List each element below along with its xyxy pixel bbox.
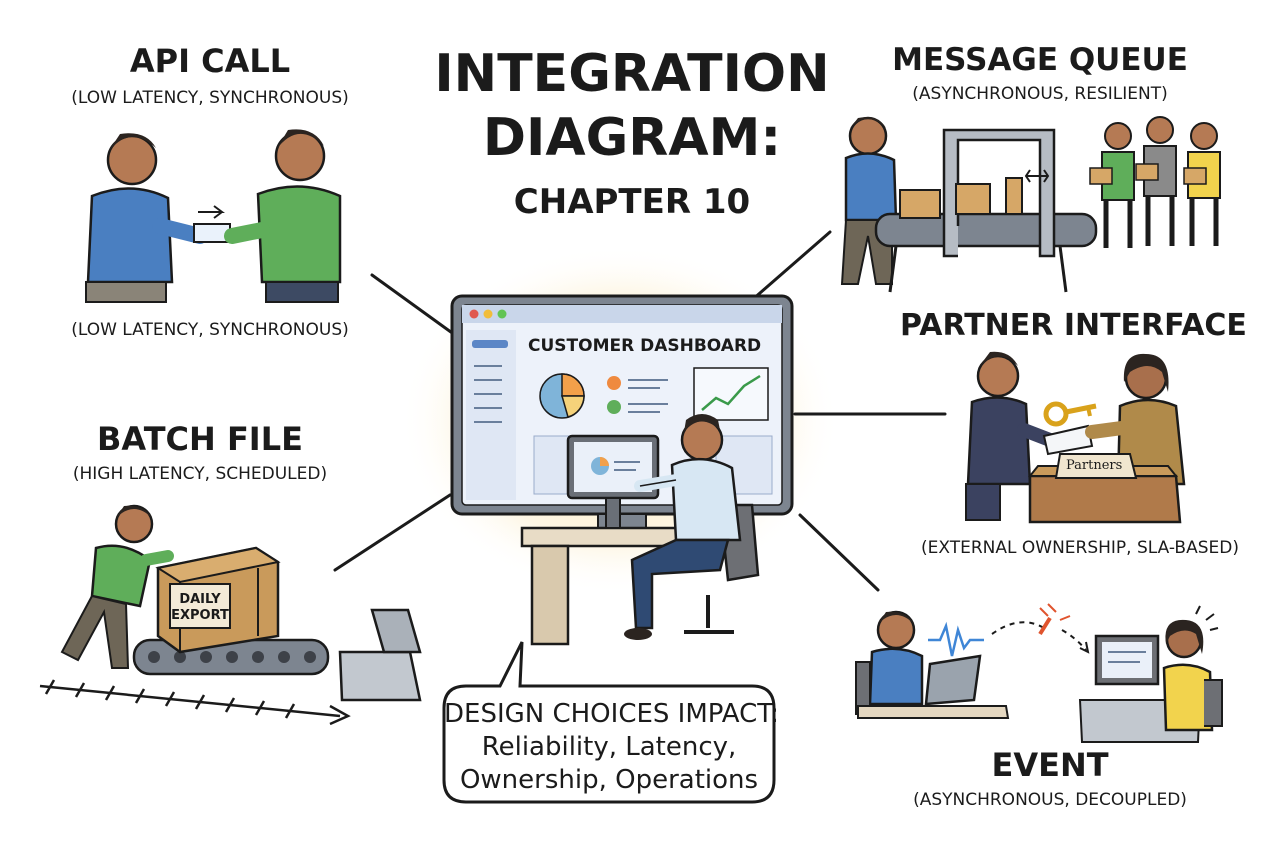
- callout-bubble: [442, 641, 776, 804]
- crate-label-line1: DAILY: [179, 592, 221, 607]
- window-close-dot: [469, 309, 479, 319]
- partner-interface-caption: (EXTERNAL OWNERSHIP, SLA-BASED): [921, 538, 1239, 558]
- callout-line1: DESIGN CHOICES IMPACT:: [444, 699, 780, 729]
- callout-line3: Ownership, Operations: [459, 765, 759, 795]
- api-call-title: API CALL: [129, 42, 291, 80]
- event-subtitle: (ASYNCHRONOUS, DECOUPLED): [913, 790, 1187, 810]
- window-max-dot: [497, 309, 507, 319]
- connector-queue: [750, 230, 832, 302]
- connector-api: [370, 273, 457, 337]
- desk-worker: [520, 414, 760, 646]
- batch-file-scene: [39, 504, 422, 726]
- crate-label-line2: EXPORT: [171, 608, 229, 623]
- partner-interface-scene: [965, 351, 1186, 524]
- diagram-title-line1: INTEGRATION: [434, 44, 830, 104]
- window-min-dot: [483, 309, 493, 319]
- event-title: EVENT: [991, 746, 1109, 784]
- message-queue-subtitle: (ASYNCHRONOUS, RESILIENT): [912, 84, 1168, 104]
- connector-event: [798, 513, 880, 592]
- partners-nameplate: Partners: [1066, 458, 1123, 473]
- callout-line2: Reliability, Latency,: [481, 732, 737, 762]
- api-call-scene: [85, 129, 342, 303]
- message-queue-title: MESSAGE QUEUE: [892, 42, 1188, 78]
- diagram-title-line3: CHAPTER 10: [513, 182, 751, 222]
- api-call-caption: (LOW LATENCY, SYNCHRONOUS): [71, 320, 349, 340]
- diagram-title-line2: DIAGRAM:: [482, 108, 782, 168]
- event-scene: [855, 603, 1223, 743]
- batch-file-title: BATCH FILE: [97, 420, 303, 458]
- dashboard-title: CUSTOMER DASHBOARD: [528, 336, 762, 356]
- connector-batch: [333, 493, 452, 572]
- partner-interface-title: PARTNER INTERFACE: [900, 308, 1247, 343]
- message-queue-scene: [840, 116, 1221, 293]
- connector-lines: [333, 230, 947, 592]
- api-call-subtitle: (LOW LATENCY, SYNCHRONOUS): [71, 88, 349, 108]
- batch-file-subtitle: (HIGH LATENCY, SCHEDULED): [72, 464, 328, 484]
